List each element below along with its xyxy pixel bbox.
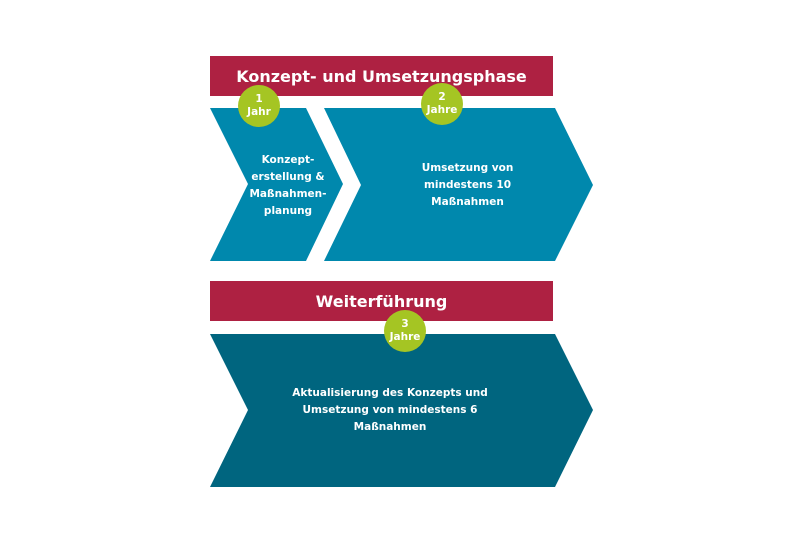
- badge-unit: Jahre: [426, 104, 458, 116]
- badge-number: 2: [438, 91, 446, 103]
- badge-number: 1: [255, 93, 263, 105]
- chevron-continuation: [210, 334, 593, 487]
- chevron-implementation: [324, 108, 593, 261]
- phase2-banner: Weiterführung: [210, 281, 553, 321]
- chevron-concept: [210, 108, 343, 261]
- badge-number: 3: [401, 318, 409, 330]
- duration-badge-3: 3 Jahre: [384, 310, 426, 352]
- badge-unit: Jahr: [247, 106, 271, 118]
- badge-unit: Jahre: [389, 331, 421, 343]
- duration-badge-2: 2 Jahre: [421, 83, 463, 125]
- step-implementation-text: Umsetzung von mindestens 10 Maßnahmen: [421, 162, 514, 208]
- step-concept-text: Konzept- erstellung & Maßnahmen- planung: [249, 154, 327, 217]
- step-continuation-text: Aktualisierung des Konzepts und Umsetzun…: [292, 387, 488, 433]
- duration-badge-1: 1 Jahr: [238, 85, 280, 127]
